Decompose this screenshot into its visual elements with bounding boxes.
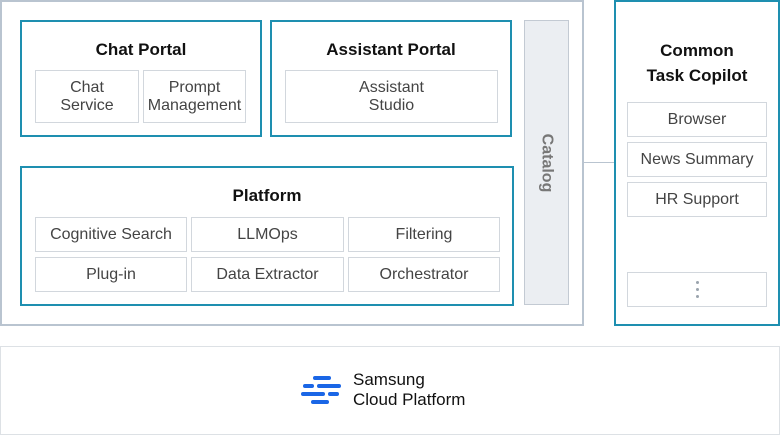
- prompt-management-box: Prompt Management: [143, 70, 246, 123]
- platform-panel: Platform Cognitive Search LLMOps Filteri…: [20, 166, 514, 306]
- hr-support-box: HR Support: [627, 182, 767, 217]
- cognitive-search-box: Cognitive Search: [35, 217, 187, 252]
- common-task-copilot-panel: Common Task Copilot Browser News Summary…: [614, 0, 780, 326]
- brand-text: Samsung Cloud Platform: [353, 370, 465, 410]
- brand-line-samsung: Samsung: [353, 370, 425, 389]
- samsung-cloud-platform-bar: Samsung Cloud Platform: [0, 346, 780, 435]
- orchestrator-box: Orchestrator: [348, 257, 500, 292]
- chat-portal-panel: Chat Portal Chat Service Prompt Manageme…: [20, 20, 262, 137]
- catalog-label: Catalog: [538, 133, 556, 192]
- assistant-portal-title: Assistant Portal: [326, 40, 456, 59]
- ellipsis-dot: [695, 288, 699, 291]
- connector-line: [584, 162, 615, 163]
- catalog-bar: Catalog: [524, 20, 569, 305]
- news-summary-box: News Summary: [627, 142, 767, 177]
- assistant-studio-label: Assistant Studio: [359, 78, 424, 114]
- assistant-portal-panel: Assistant Portal Assistant Studio: [270, 20, 512, 137]
- more-items-box: [627, 272, 767, 307]
- chat-service-box: Chat Service: [35, 70, 139, 123]
- plug-in-box: Plug-in: [35, 257, 187, 292]
- chat-portal-title: Chat Portal: [95, 40, 187, 59]
- ellipsis-icon: [695, 281, 699, 284]
- data-extractor-box: Data Extractor: [191, 257, 344, 292]
- brand-line-cloud-platform: Cloud Platform: [353, 390, 466, 409]
- ellipsis-dot: [695, 295, 699, 298]
- services-frame: [0, 0, 584, 326]
- prompt-management-label: Prompt Management: [147, 78, 242, 114]
- copilot-title: Common Task Copilot: [646, 41, 748, 85]
- llmops-box: LLMOps: [191, 217, 344, 252]
- chat-service-label: Chat Service: [60, 78, 114, 114]
- assistant-studio-box: Assistant Studio: [285, 70, 498, 123]
- brand-lockup: Samsung Cloud Platform: [301, 370, 465, 410]
- samsung-cloud-logo-icon: [301, 376, 341, 404]
- browser-box: Browser: [627, 102, 767, 137]
- platform-title: Platform: [232, 186, 302, 205]
- filtering-box: Filtering: [348, 217, 500, 252]
